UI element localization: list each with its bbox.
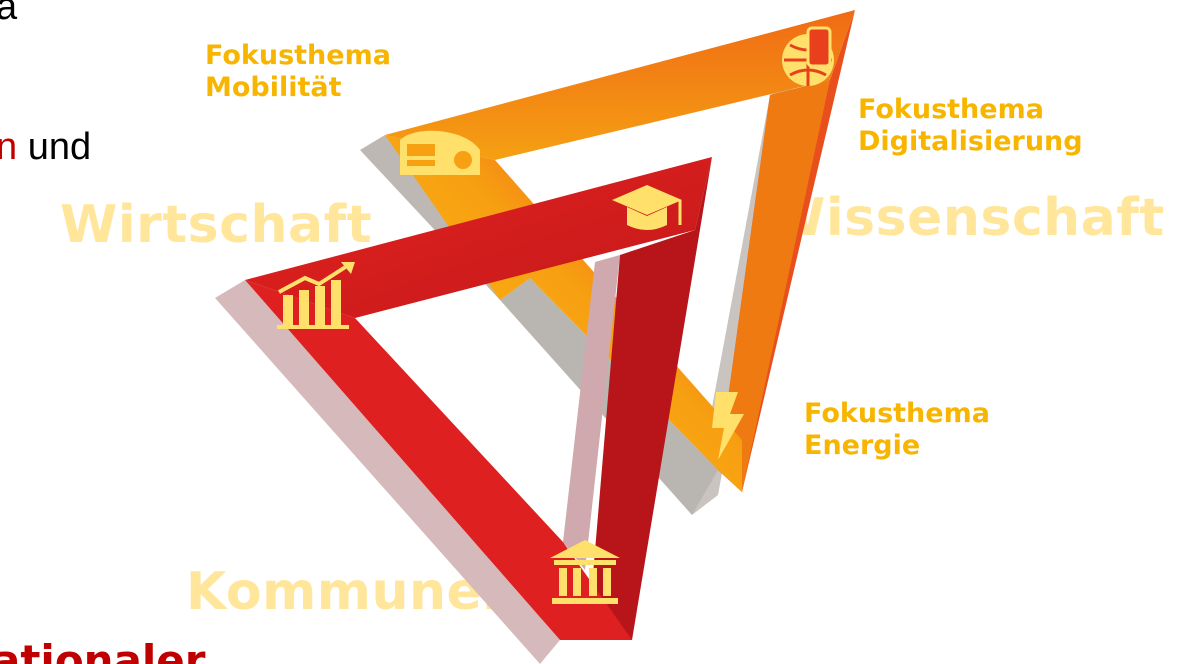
body-text-line2: n und [0, 126, 91, 169]
focus-label-energie: Fokusthema Energie [804, 398, 990, 462]
focus-label-digitalisierung: Fokusthema Digitalisierung [858, 94, 1083, 158]
focus-energie-line1: Fokusthema [804, 398, 990, 429]
body-text-top-fragment: a [0, 0, 18, 28]
body-text-accent-fragment: n [0, 126, 18, 168]
focus-mobilitaet-line2: Mobilität [205, 72, 342, 103]
government-building-icon [550, 540, 620, 604]
focus-energie-line2: Energie [804, 430, 921, 461]
red-triangle [215, 157, 712, 664]
bottom-heading-fragment: ationaler [0, 636, 206, 664]
focus-mobilitaet-line1: Fokusthema [205, 40, 391, 71]
focus-digitalisierung-line1: Fokusthema [858, 94, 1044, 125]
globe-phone-icon [782, 26, 834, 86]
sector-label-wissenschaft: Wissenschaft [768, 188, 1165, 248]
body-text-und: und [17, 126, 92, 168]
growth-chart-icon [277, 262, 355, 329]
lightning-icon [712, 392, 744, 460]
focus-digitalisierung-line2: Digitalisierung [858, 126, 1083, 157]
train-icon [400, 130, 480, 175]
sector-label-wirtschaft: Wirtschaft [60, 195, 373, 255]
focus-label-mobilitaet: Fokusthema Mobilität [205, 40, 391, 104]
graduation-cap-icon [612, 185, 682, 230]
